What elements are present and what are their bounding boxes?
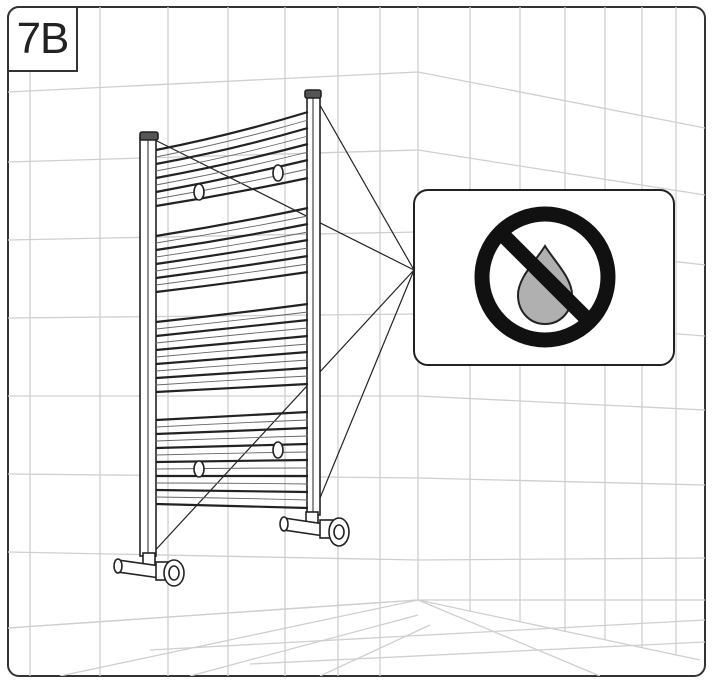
callout-box — [413, 189, 675, 366]
radiator-wall-brackets — [193, 164, 284, 478]
callout-lines — [149, 99, 415, 557]
diagram-frame — [7, 6, 706, 677]
left-valve-icon — [113, 552, 185, 587]
radiator-rails — [155, 110, 309, 510]
step-label: 7B — [7, 6, 78, 72]
right-valve-icon — [279, 511, 350, 547]
towel-radiator-icon — [139, 89, 322, 557]
no-water-icon — [474, 206, 616, 348]
